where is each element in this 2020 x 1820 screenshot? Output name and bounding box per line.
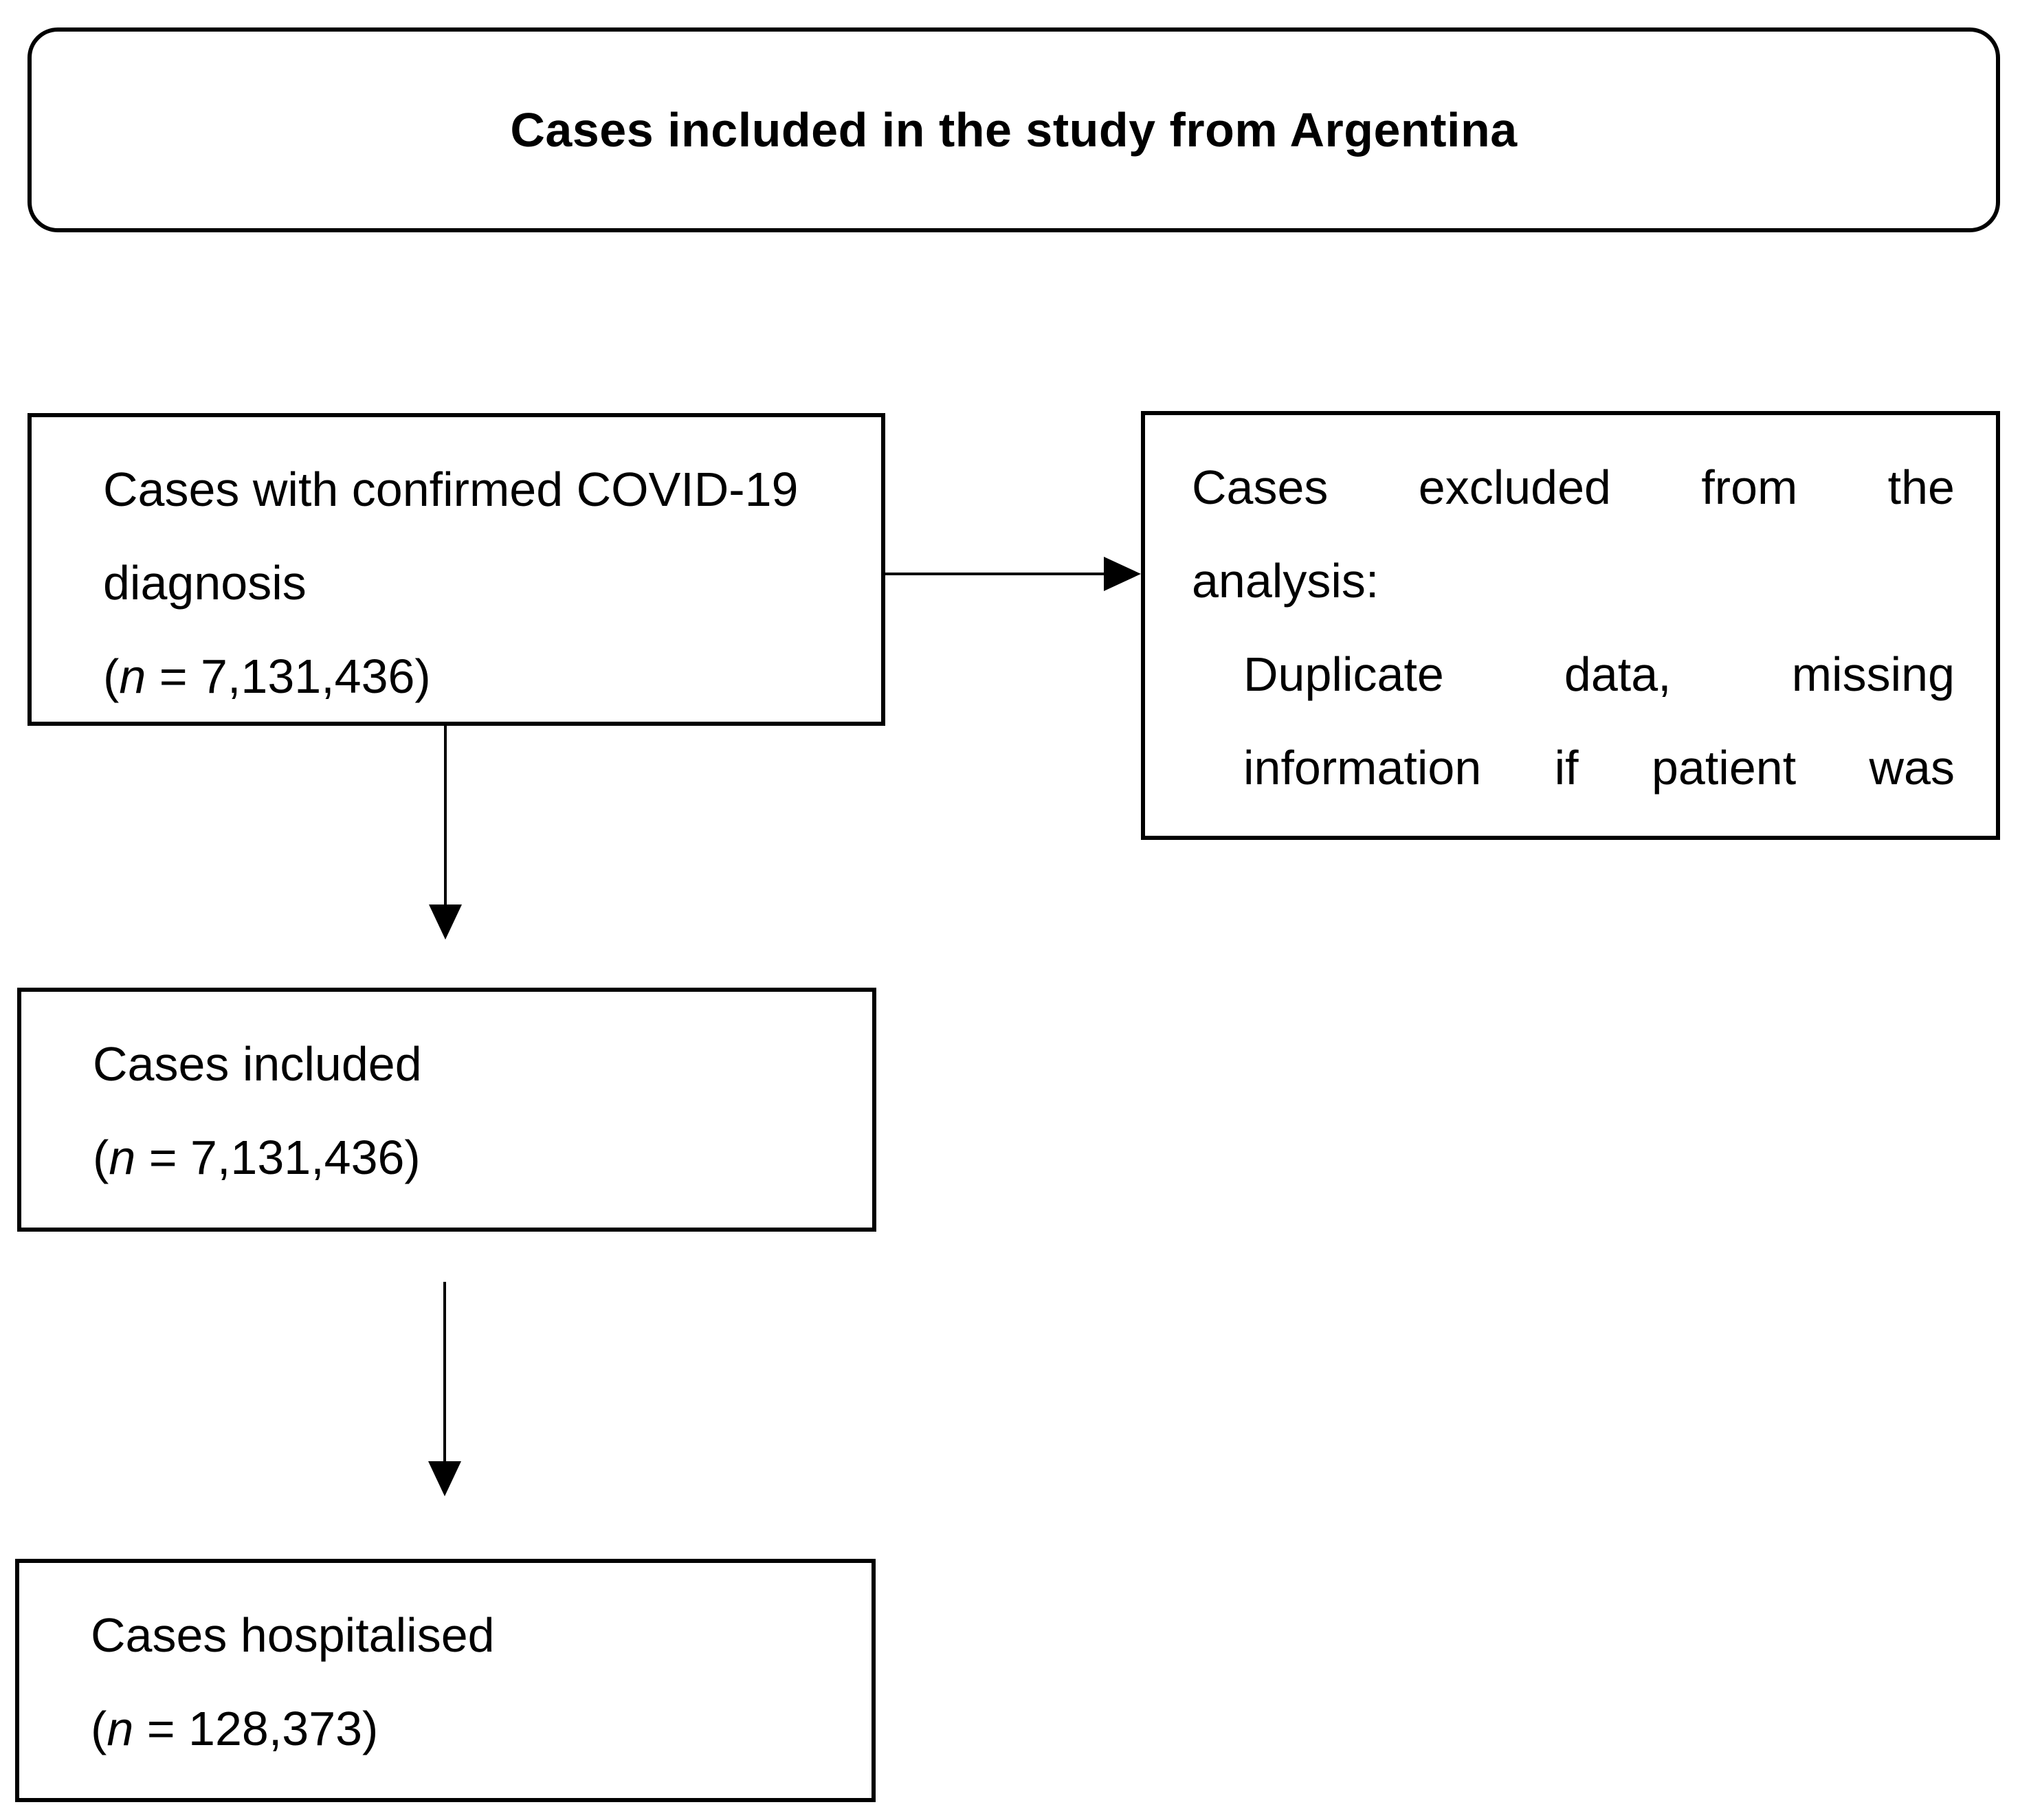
diagram-title: Cases included in the study from Argenti…: [510, 103, 1518, 157]
confirmed-count: (n = 7,131,436): [103, 652, 431, 700]
hospitalised-count: (n = 128,373): [91, 1705, 378, 1753]
confirmed-line-2: diagnosis: [103, 556, 307, 610]
excluded-line-2: analysis:: [1192, 554, 1379, 608]
excluded-line-3: Duplicate data, missing: [1243, 650, 1955, 698]
hospitalised-count-value: = 128,373): [133, 1702, 379, 1755]
excluded-word: information: [1243, 741, 1482, 795]
arrow-confirmed-to-excluded: [885, 557, 1141, 591]
included-count-n: n: [109, 1131, 136, 1184]
excluded-word: data,: [1564, 647, 1672, 701]
excluded-word: if: [1554, 741, 1579, 795]
confirmed-count-n: n: [119, 650, 146, 703]
excluded-word: the: [1887, 460, 1955, 514]
excluded-word: Cases: [1192, 460, 1329, 514]
excluded-cases-box: Cases excluded from the analysis: Duplic…: [1141, 411, 2000, 840]
hospitalised-count-prefix: (: [91, 1702, 107, 1755]
included-count: (n = 7,131,436): [93, 1133, 421, 1181]
confirmed-cases-box: Cases with confirmed COVID-19 diagnosis …: [27, 413, 885, 726]
excluded-word: was: [1869, 741, 1955, 795]
included-cases-box: Cases included (n = 7,131,436): [17, 988, 876, 1232]
excluded-word: from: [1701, 460, 1798, 514]
hospitalised-cases-box: Cases hospitalised (n = 128,373): [15, 1559, 876, 1802]
excluded-word: excluded: [1418, 460, 1611, 514]
excluded-line-4: information if patient was: [1243, 744, 1955, 792]
excluded-word: missing: [1791, 647, 1955, 701]
included-count-prefix: (: [93, 1131, 109, 1184]
confirmed-count-prefix: (: [103, 650, 120, 703]
included-count-value: = 7,131,436): [135, 1131, 421, 1184]
excluded-word: Duplicate: [1243, 647, 1444, 701]
excluded-word: patient: [1651, 741, 1797, 795]
arrow-included-to-hospitalised: [428, 1282, 461, 1496]
included-line-1: Cases included: [93, 1037, 422, 1091]
title-box: Cases included in the study from Argenti…: [27, 27, 2000, 232]
arrow-confirmed-to-included: [429, 726, 462, 940]
hospitalised-count-n: n: [107, 1702, 134, 1755]
hospitalised-line-1: Cases hospitalised: [91, 1608, 495, 1662]
excluded-line-1: Cases excluded from the: [1192, 463, 1955, 511]
confirmed-count-value: = 7,131,436): [146, 650, 431, 703]
confirmed-line-1: Cases with confirmed COVID-19: [103, 463, 799, 516]
